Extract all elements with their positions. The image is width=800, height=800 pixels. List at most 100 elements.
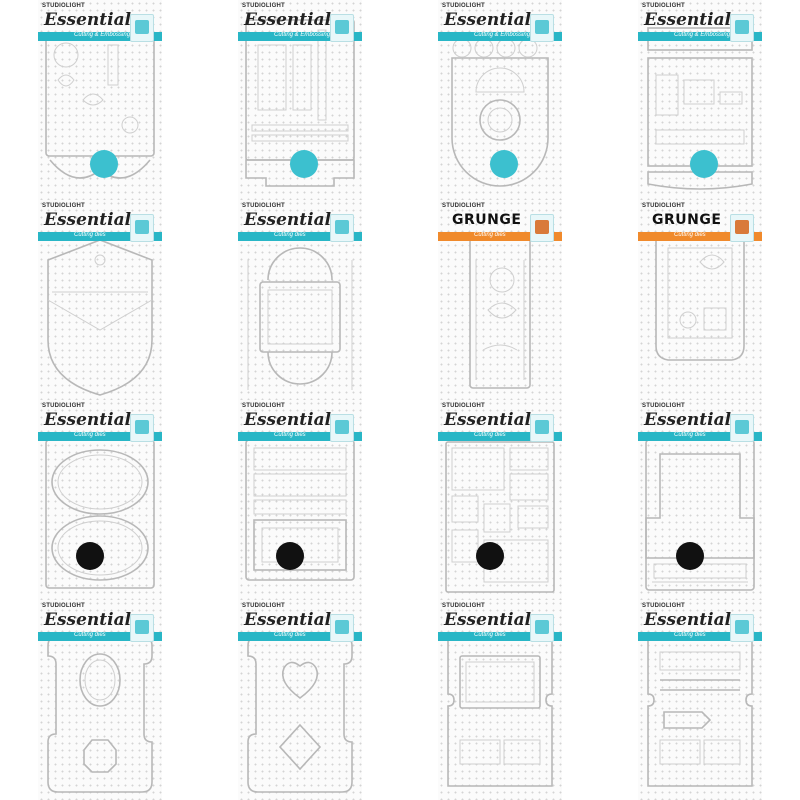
- product-thumbnail-icon: [330, 14, 354, 42]
- die-shape: [47, 635, 153, 793]
- die-shape: [451, 38, 549, 187]
- product-thumbnail-icon: [530, 614, 554, 642]
- brand-label: STUDIOLIGHT: [42, 403, 85, 409]
- brand-label: STUDIOLIGHT: [242, 203, 285, 209]
- header-band: [238, 632, 362, 641]
- product-title: Essentials: [644, 410, 741, 430]
- product-title: GRUNGE: [652, 212, 722, 228]
- product-subtitle: Cutting dies: [474, 632, 506, 638]
- product-subtitle: Cutting dies: [74, 632, 106, 638]
- header-band: [238, 32, 362, 41]
- product-title: Essentials: [244, 210, 341, 230]
- die-shape: [247, 247, 353, 390]
- product-title: Essentials: [244, 610, 341, 630]
- product-subtitle: Cutting dies: [674, 432, 706, 438]
- product-thumbnail-icon: [130, 614, 154, 642]
- die-shape: [447, 635, 553, 787]
- product-thumbnail-icon: [530, 414, 554, 442]
- product-subtitle: Cutting dies: [474, 232, 506, 238]
- info-sticker-icon: [490, 150, 518, 178]
- brand-label: STUDIOLIGHT: [42, 603, 85, 609]
- header-band: [438, 32, 562, 41]
- product-thumbnail-icon: [730, 614, 754, 642]
- product-subtitle: Cutting & Embossing: [474, 32, 531, 38]
- die-shape: [245, 19, 355, 187]
- product-thumbnail-icon: [130, 214, 154, 242]
- header-band: [438, 632, 562, 641]
- header-band: [638, 232, 762, 241]
- product-subtitle: Cutting dies: [274, 632, 306, 638]
- product-subtitle: Cutting & Embossing: [274, 32, 331, 38]
- product-thumbnail-icon: [130, 14, 154, 42]
- product-subtitle: Cutting dies: [274, 232, 306, 238]
- brand-label: STUDIOLIGHT: [642, 203, 685, 209]
- brand-label: STUDIOLIGHT: [242, 603, 285, 609]
- product-thumbnail-icon: [530, 214, 554, 242]
- header-band: [638, 632, 762, 641]
- product-title: Essentials: [644, 610, 741, 630]
- header-band: [38, 432, 162, 441]
- brand-label: STUDIOLIGHT: [442, 403, 485, 409]
- product-thumbnail-icon: [330, 414, 354, 442]
- brand-label: STUDIOLIGHT: [442, 203, 485, 209]
- product-thumbnail-icon: [730, 214, 754, 242]
- die-shape: [245, 439, 355, 581]
- brand-label: STUDIOLIGHT: [642, 403, 685, 409]
- header-band: [38, 632, 162, 641]
- header-band: [638, 32, 762, 41]
- brand-label: STUDIOLIGHT: [442, 3, 485, 9]
- product-title: Essentials: [444, 10, 541, 30]
- product-subtitle: Cutting dies: [674, 632, 706, 638]
- product-subtitle: Cutting & Embossing: [674, 32, 731, 38]
- product-subtitle: Cutting & Embossing: [74, 32, 131, 38]
- product-title: Essentials: [644, 10, 741, 30]
- product-subtitle: Cutting dies: [74, 232, 106, 238]
- header-band: [438, 232, 562, 241]
- header-band: [238, 232, 362, 241]
- product-title: Essentials: [244, 10, 341, 30]
- brand-label: STUDIOLIGHT: [42, 3, 85, 9]
- info-sticker-icon: [676, 542, 704, 570]
- product-thumbnail-icon: [130, 414, 154, 442]
- product-title: Essentials: [244, 410, 341, 430]
- info-sticker-icon: [276, 542, 304, 570]
- brand-label: STUDIOLIGHT: [642, 3, 685, 9]
- header-band: [638, 432, 762, 441]
- product-thumbnail-icon: [530, 14, 554, 42]
